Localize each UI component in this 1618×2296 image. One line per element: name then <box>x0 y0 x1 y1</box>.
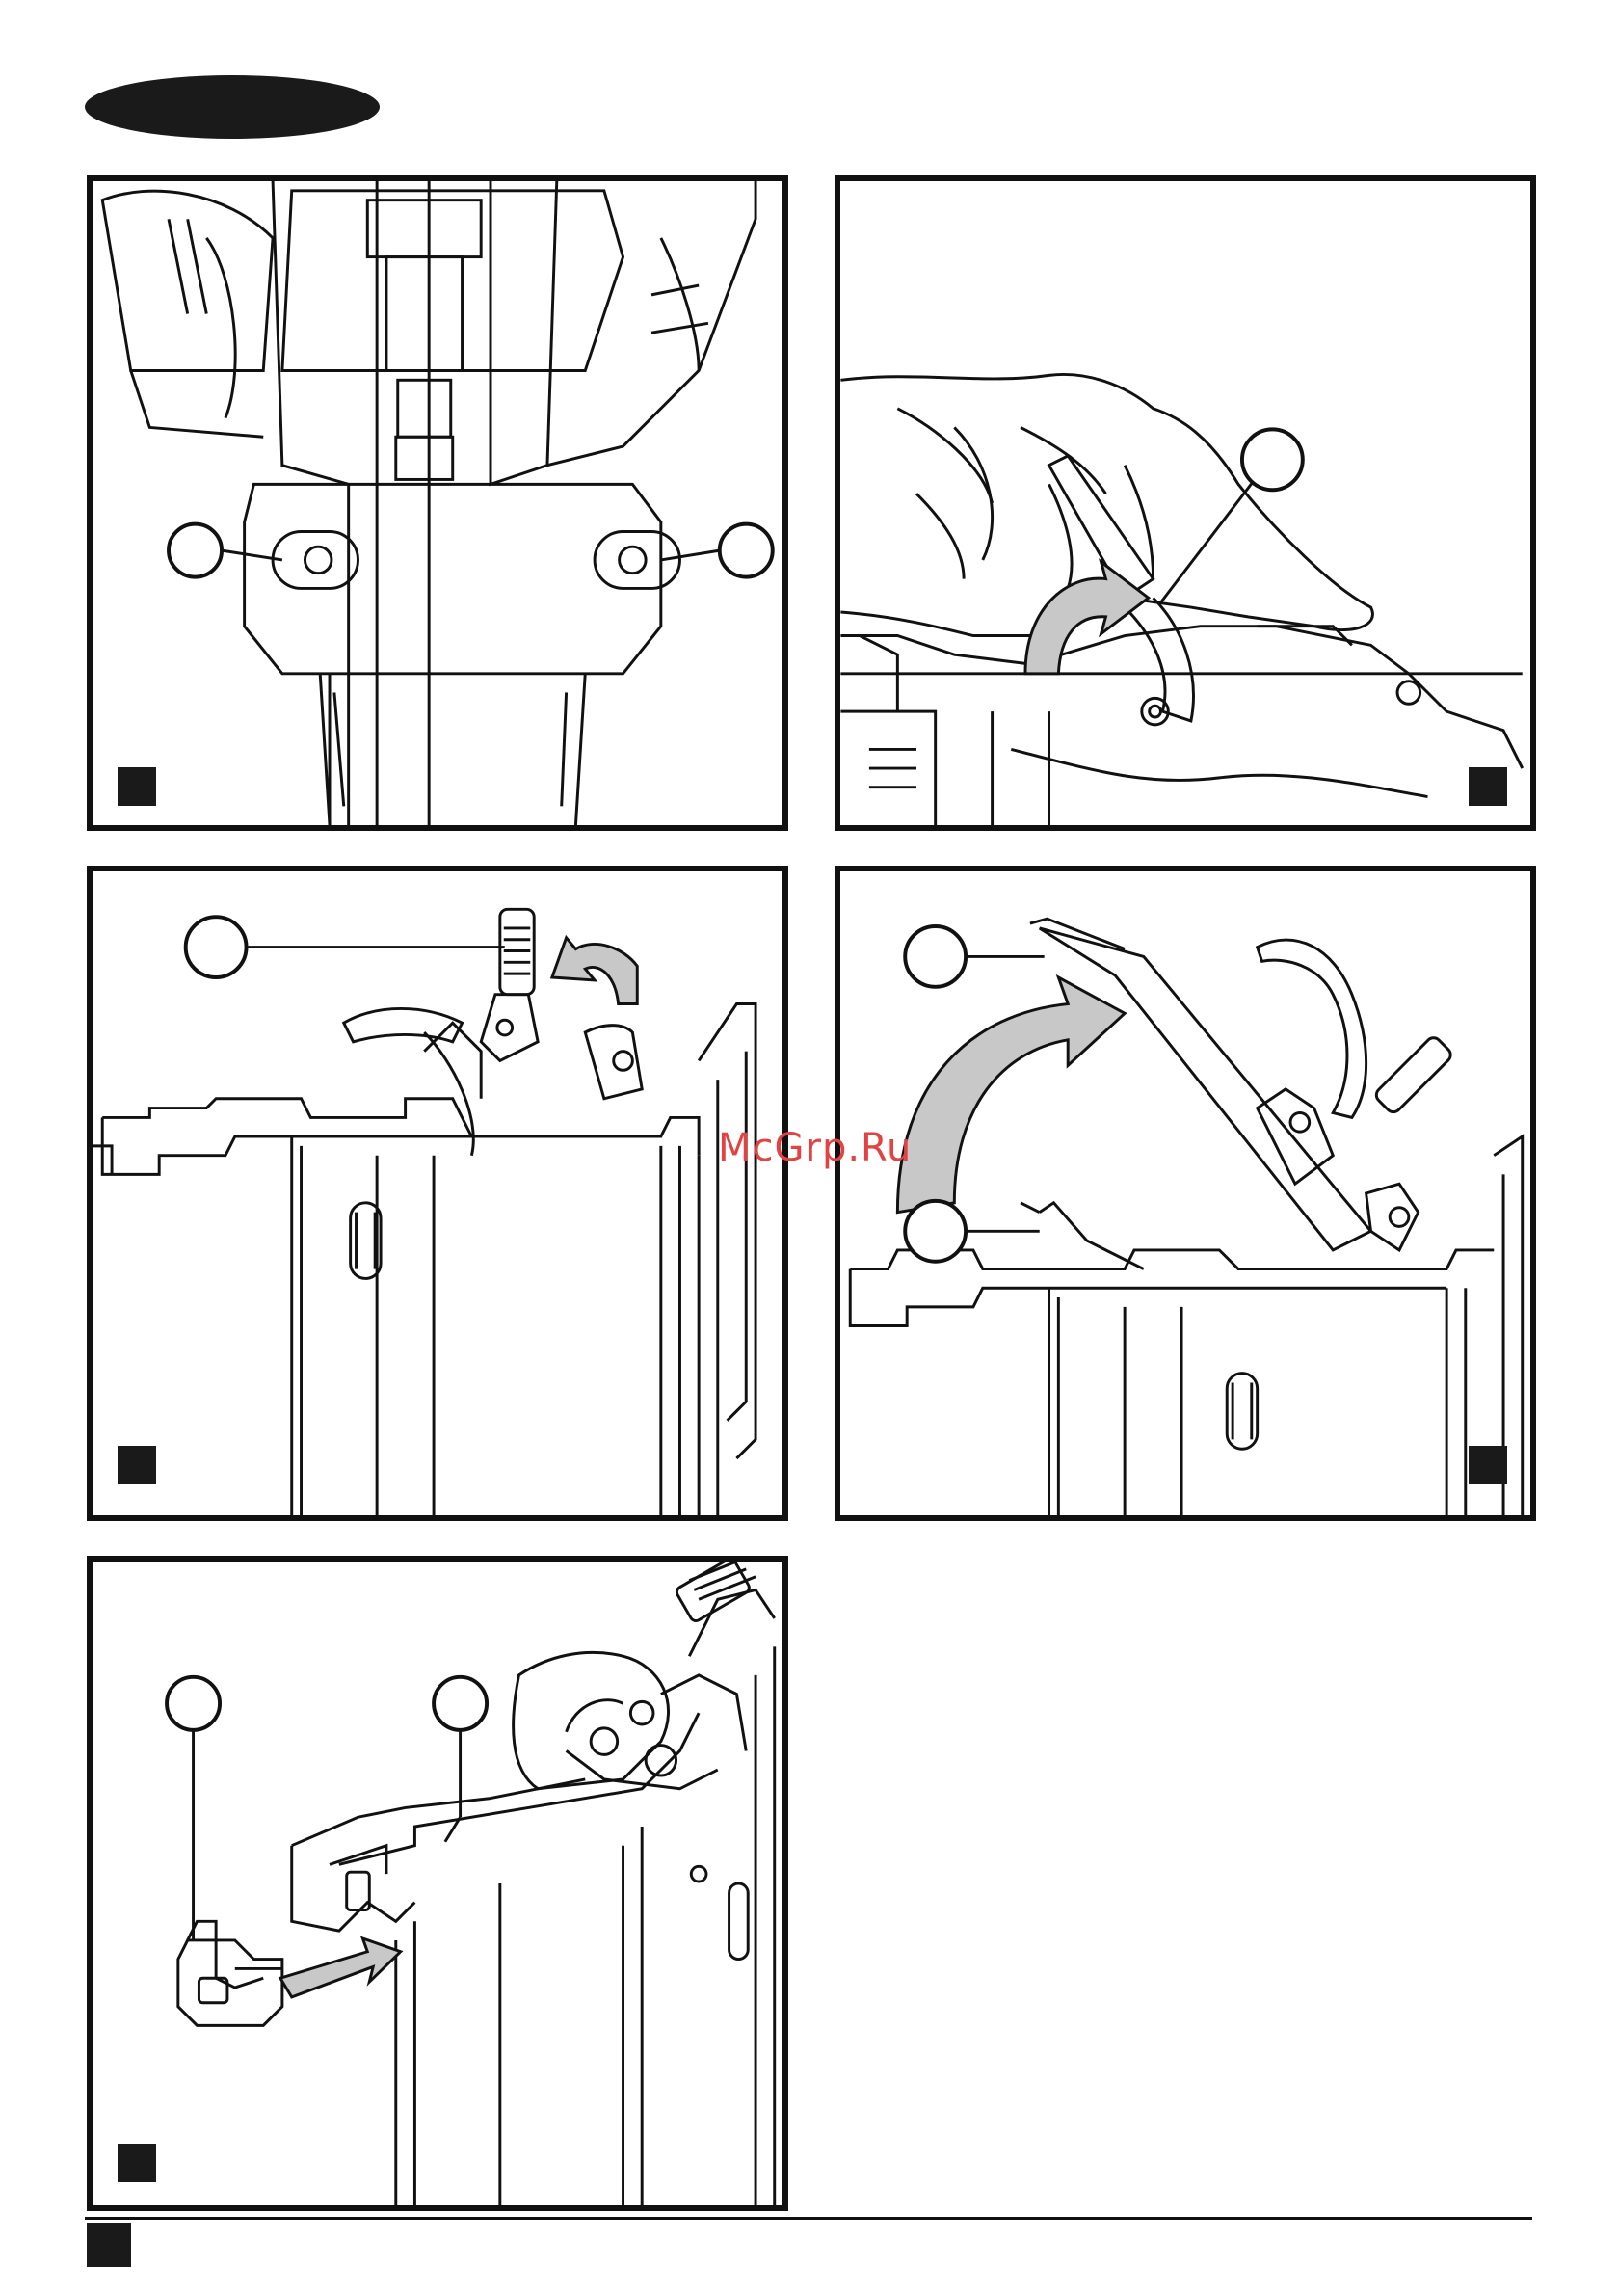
watermark-text: McGrp.Ru <box>718 1126 912 1170</box>
figure-b-illustration <box>840 181 1530 825</box>
figure-b-panel <box>835 175 1536 831</box>
figure-d-label-box <box>1469 1446 1507 1484</box>
figure-e-illustration <box>93 1562 782 2205</box>
figure-d-illustration <box>840 871 1530 1515</box>
page-number-box <box>87 2223 131 2267</box>
figure-a-panel <box>87 175 788 831</box>
footer-rule <box>85 2217 1532 2220</box>
figure-a-label-box <box>118 767 156 806</box>
figure-d-panel <box>835 866 1536 1521</box>
figure-a-illustration <box>93 181 782 825</box>
figure-b-label-box <box>1469 767 1507 806</box>
figure-e-panel <box>87 1556 788 2211</box>
figure-c-label-box <box>118 1446 156 1484</box>
figure-c-illustration <box>93 871 782 1515</box>
language-tab-pill <box>85 75 380 139</box>
figure-c-panel <box>87 866 788 1521</box>
figure-e-label-box <box>118 2144 156 2182</box>
